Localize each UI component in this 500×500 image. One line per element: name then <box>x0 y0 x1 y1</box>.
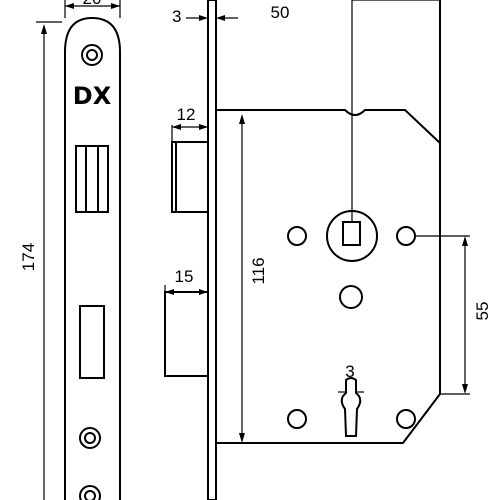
deadbolt-slot <box>79 305 105 379</box>
deadbolt <box>164 291 209 377</box>
faceplate-screw-hole-bottom <box>79 485 101 500</box>
dimension-faceplate-width: 20 <box>64 0 121 18</box>
dimension-keyhole-width: 3 <box>338 362 364 393</box>
dimension-spindle-to-keyhole: 55 <box>415 235 492 395</box>
brand-logo: DX <box>73 82 112 110</box>
faceplate-edge <box>207 0 217 500</box>
dim-label-faceplate-height: 174 <box>19 243 38 271</box>
latch-tongue <box>171 141 209 213</box>
dim-label-bolt-projection: 15 <box>175 267 194 286</box>
faceplate-screw-hole-top <box>81 44 103 66</box>
fixing-hole-lower-left <box>287 409 307 429</box>
fixing-hole-upper-left <box>287 226 307 246</box>
dimension-backset: 50 <box>215 0 290 22</box>
dimension-bolt-projection: 15 <box>164 267 208 295</box>
dim-label-faceplate-thickness: 3 <box>172 7 181 26</box>
faceplate-screw-hole-middle <box>79 427 101 449</box>
faceplate-outline <box>64 16 121 500</box>
dimension-backset-leader <box>351 0 440 222</box>
dim-label-spindle-to-keyhole: 55 <box>473 302 492 321</box>
dim-label-latch-projection: 12 <box>177 105 196 124</box>
dimension-latch-projection: 12 <box>171 105 208 142</box>
fixing-hole-lower-right <box>396 409 416 429</box>
dim-label-keyhole-width: 3 <box>345 362 354 381</box>
fixing-hole-center <box>339 285 363 309</box>
dimension-faceplate-thickness: 3 <box>172 7 238 26</box>
faceplate-front-view: DX <box>64 16 121 500</box>
dimension-case-height: 116 <box>239 114 268 443</box>
keyhole <box>340 377 362 437</box>
lock-case-side-view <box>164 0 441 500</box>
latch-slot <box>75 145 109 213</box>
dim-label-backset: 50 <box>271 3 290 22</box>
fixing-hole-upper-right <box>396 226 416 246</box>
dimension-faceplate-height: 174 <box>19 21 62 500</box>
dim-label-faceplate-width: 20 <box>83 0 102 8</box>
lock-case-outline <box>216 0 441 444</box>
dim-label-case-height: 116 <box>249 257 268 284</box>
